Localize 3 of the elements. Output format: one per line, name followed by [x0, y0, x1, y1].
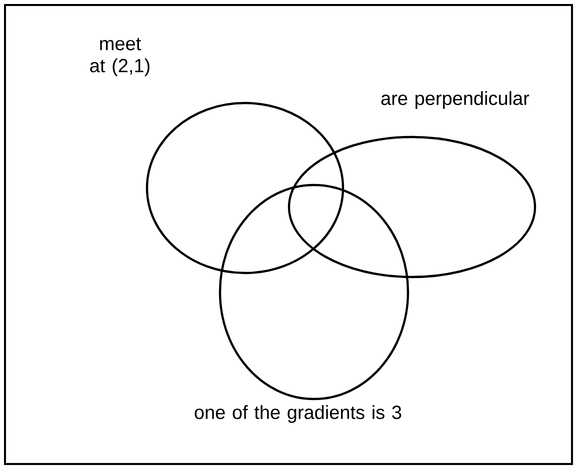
set-label: meet at (2,1) — [90, 38, 150, 76]
set-label: one of the gradients is 3 — [194, 405, 402, 423]
set-label: are perpendicular — [381, 91, 530, 109]
